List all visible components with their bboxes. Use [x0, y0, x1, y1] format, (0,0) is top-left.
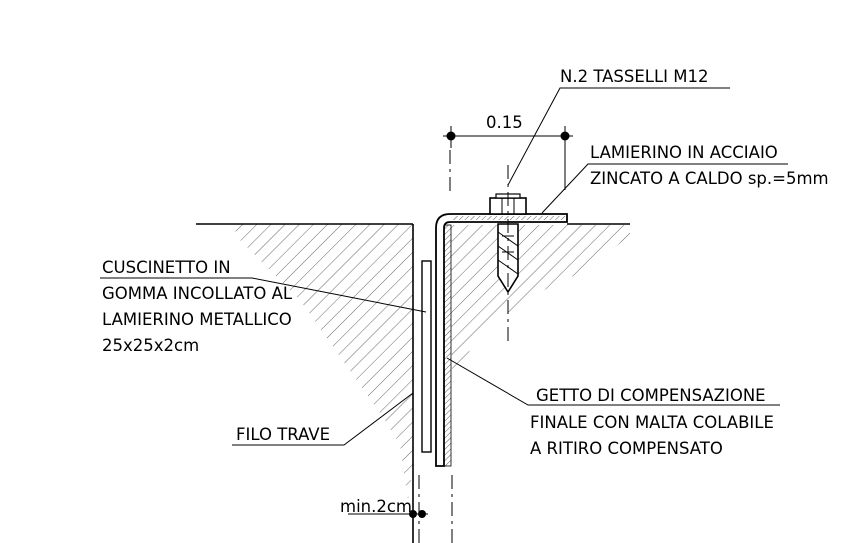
dimension-bottom-text: min.2cm	[340, 497, 412, 516]
leader-tasselli: N.2 TASSELLI M12	[507, 67, 730, 186]
right-concrete-hatch	[450, 225, 630, 372]
leader-cuscinetto: CUSCINETTO IN GOMMA INCOLLATO AL LAMIERI…	[100, 258, 427, 355]
getto-label-3: A RITIRO COMPENSATO	[530, 439, 723, 458]
top-dimension: 0.15	[443, 113, 573, 190]
cuscinetto-label-4: 25x25x2cm	[102, 336, 199, 355]
leader-getto: GETTO DI COMPENSAZIONE FINALE CON MALTA …	[446, 357, 780, 458]
leader-lamierino: LAMIERINO IN ACCIAIO ZINCATO A CALDO sp.…	[541, 143, 829, 214]
leader-filo-trave: FILO TRAVE	[232, 392, 414, 446]
bottom-dimension: min.2cm	[340, 497, 428, 518]
cuscinetto-label-1: CUSCINETTO IN	[102, 258, 231, 277]
cuscinetto-label-2: GOMMA INCOLLATO AL	[102, 284, 293, 303]
left-concrete-hatch	[232, 224, 413, 500]
cuscinetto-label-3: LAMIERINO METALLICO	[102, 310, 292, 329]
lamierino-label-1: LAMIERINO IN ACCIAIO	[590, 143, 778, 162]
steel-angle-plate	[435, 213, 568, 467]
lamierino-label-2: ZINCATO A CALDO sp.=5mm	[590, 169, 829, 188]
getto-label-1: GETTO DI COMPENSAZIONE	[536, 386, 766, 405]
tasselli-label: N.2 TASSELLI M12	[560, 67, 709, 86]
dimension-top-text: 0.15	[486, 113, 523, 132]
getto-label-2: FINALE CON MALTA COLABILE	[530, 413, 774, 432]
filo-trave-label: FILO TRAVE	[236, 425, 330, 444]
rubber-pad	[421, 260, 432, 453]
